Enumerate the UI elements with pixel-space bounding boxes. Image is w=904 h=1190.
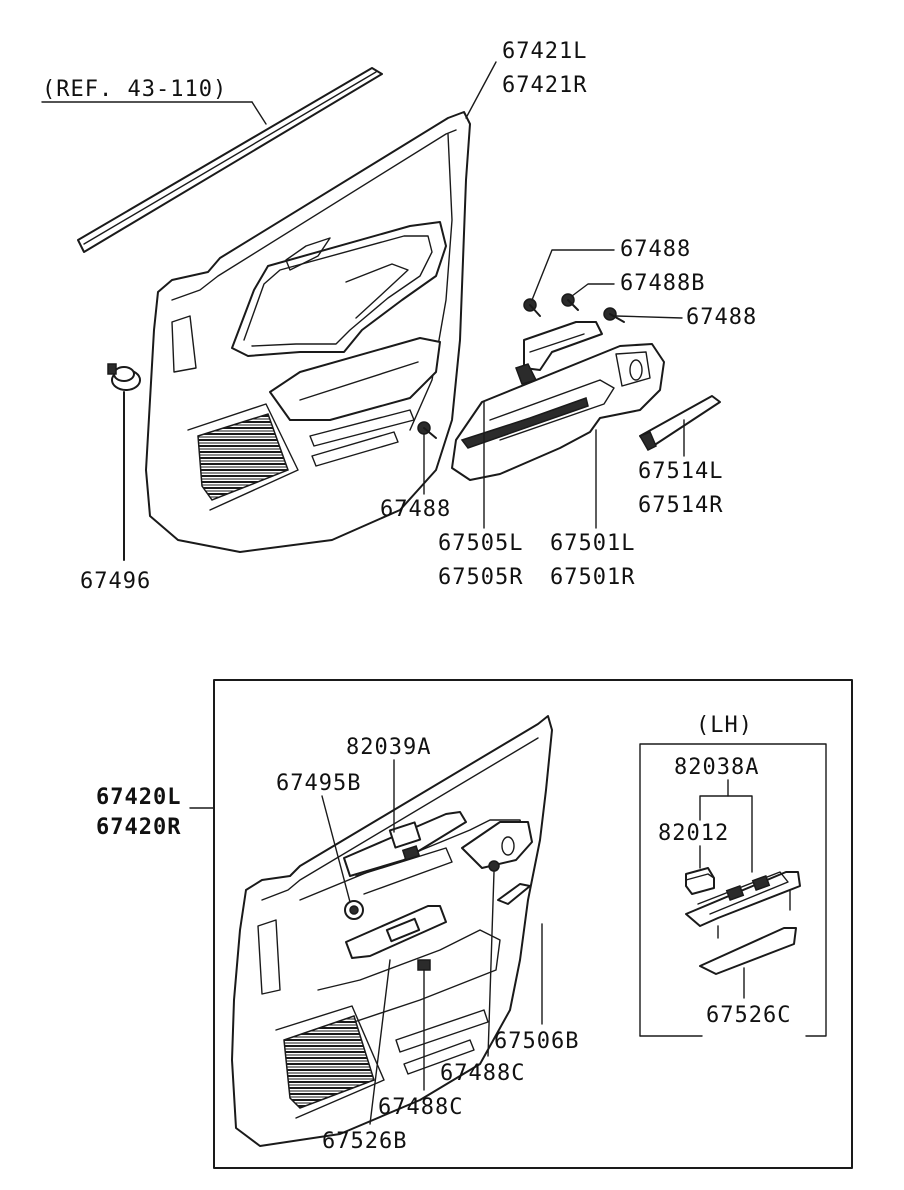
label-67488b: 67488B: [620, 271, 705, 296]
screw-67488c-b: [417, 959, 431, 971]
label-67488-b: 67488: [686, 305, 757, 330]
lh-inset: [639, 743, 827, 1037]
door-trim-panel-upper: [145, 111, 471, 553]
leader-lines-lower: [321, 759, 543, 1125]
pull-handle-67514: [638, 395, 721, 451]
label-67506b: 67506B: [494, 1029, 579, 1054]
label-67488-c: 67488: [380, 497, 451, 522]
leader-lines-upper: [41, 61, 685, 529]
switch-panel-82039a: [343, 811, 467, 877]
label-67488-a: 67488: [620, 237, 691, 262]
part-labels: (REF. 43-110) 67421L 67421R 67488 67488B…: [42, 39, 791, 1154]
label-82012: 82012: [658, 821, 729, 846]
clip-67496: [107, 363, 141, 561]
label-67501r: 67501R: [550, 565, 635, 590]
bracket-67488: [515, 321, 603, 385]
label-67505l: 67505L: [438, 531, 523, 556]
label-67488c-b: 67488C: [378, 1095, 463, 1120]
label-82038a: 82038A: [674, 755, 759, 780]
label-lh: (LH): [696, 713, 753, 738]
label-67421r: 67421R: [502, 73, 587, 98]
armrest-lower-67506b: [461, 821, 533, 905]
weatherstrip-67421: [77, 67, 383, 253]
variant-box: [213, 679, 853, 1169]
label-67421l: 67421L: [502, 39, 587, 64]
label-82039a: 82039A: [346, 735, 431, 760]
screw-67488b: [561, 293, 579, 311]
screw-67488-a: [523, 298, 541, 317]
screw-67488-b: [603, 307, 625, 323]
label-ref: (REF. 43-110): [42, 77, 227, 102]
label-67420l: 67420L: [96, 785, 181, 810]
clip-67495b: [344, 900, 364, 920]
label-67496: 67496: [80, 569, 151, 594]
label-67514l: 67514L: [638, 459, 723, 484]
screw-67488-c: [417, 421, 437, 439]
label-67495b: 67495B: [276, 771, 361, 796]
label-67501l: 67501L: [550, 531, 635, 556]
label-67505r: 67505R: [438, 565, 523, 590]
label-67488c-a: 67488C: [440, 1061, 525, 1086]
armrest-67501: [451, 343, 665, 481]
switch-bezel-67526b: [345, 847, 453, 959]
label-67526c: 67526C: [706, 1003, 791, 1028]
label-67420r: 67420R: [96, 815, 181, 840]
label-67526b: 67526B: [322, 1129, 407, 1154]
label-67514r: 67514R: [638, 493, 723, 518]
screw-67488c-a: [488, 860, 500, 872]
